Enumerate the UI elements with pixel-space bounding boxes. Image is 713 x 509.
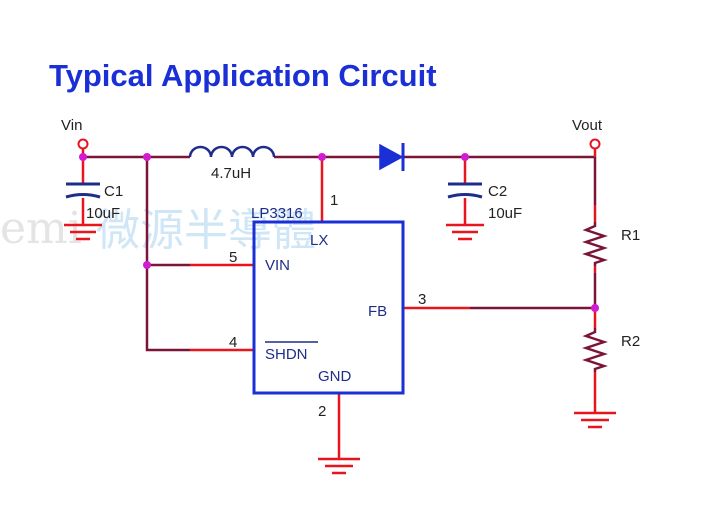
ground-ic bbox=[318, 457, 360, 475]
r2-ref: R2 bbox=[621, 333, 640, 350]
pin-2-number: 2 bbox=[318, 403, 326, 420]
pin-3-number: 3 bbox=[418, 291, 426, 308]
wires-dark bbox=[83, 155, 597, 352]
r1-ref: R1 bbox=[621, 227, 640, 244]
c2-ref: C2 bbox=[488, 183, 507, 200]
pin-shdn-label: SHDN bbox=[265, 346, 308, 363]
pin-4-number: 4 bbox=[229, 334, 237, 351]
vout-label: Vout bbox=[572, 117, 603, 134]
resistor-r2 bbox=[582, 328, 608, 372]
inductor-value: 4.7uH bbox=[211, 165, 251, 182]
c1-ref: C1 bbox=[104, 183, 123, 200]
capacitor-c2 bbox=[447, 182, 483, 199]
vin-terminal bbox=[77, 138, 89, 150]
ground-r2 bbox=[574, 411, 616, 429]
pin-lx-label: LX bbox=[310, 232, 328, 249]
vout-terminal bbox=[589, 138, 601, 150]
diode bbox=[379, 143, 405, 171]
ground-symbols bbox=[64, 223, 616, 475]
page-title: Typical Application Circuit bbox=[49, 58, 437, 93]
c2-value: 10uF bbox=[488, 205, 522, 222]
ic-name: LP3316 bbox=[251, 205, 303, 222]
pin-vin-label: VIN bbox=[265, 257, 290, 274]
ground-c1 bbox=[64, 223, 102, 241]
pin-5-number: 5 bbox=[229, 249, 237, 266]
resistor-r1 bbox=[582, 222, 608, 266]
wires-red bbox=[81, 155, 597, 458]
junction-nodes bbox=[79, 153, 599, 312]
c1-value: 10uF bbox=[86, 205, 120, 222]
pin-1-number: 1 bbox=[330, 192, 338, 209]
pin-fb-label: FB bbox=[368, 303, 387, 320]
ground-c2 bbox=[446, 223, 484, 241]
vin-label: Vin bbox=[61, 117, 82, 134]
inductor-coil bbox=[188, 145, 276, 158]
pin-gnd-label: GND bbox=[318, 368, 352, 385]
ic-body bbox=[252, 220, 405, 395]
watermark-cn: 微源半導體 bbox=[96, 205, 316, 256]
capacitor-c1 bbox=[65, 182, 101, 199]
watermark-en: emi bbox=[0, 203, 82, 254]
